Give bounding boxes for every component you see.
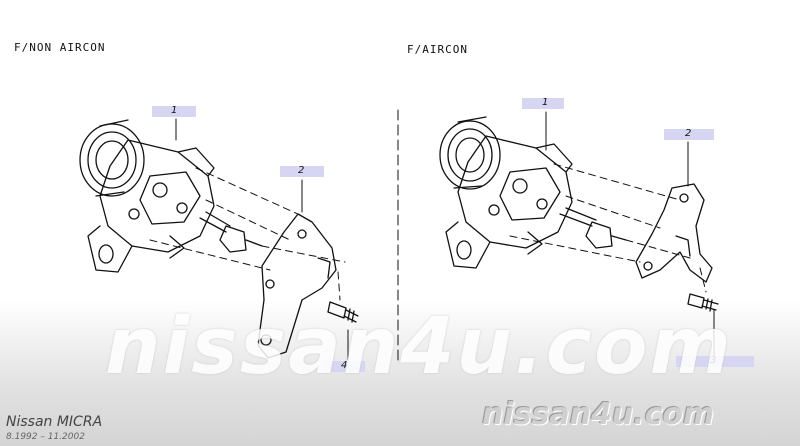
left-pump-pulley bbox=[79, 119, 145, 197]
left-assembly bbox=[79, 118, 359, 361]
callout-label-right-2: 2 bbox=[685, 128, 692, 139]
right-pump-pulley bbox=[439, 116, 501, 190]
callout-box-right-3[interactable] bbox=[676, 356, 754, 367]
callout-box-right-2[interactable] bbox=[664, 129, 714, 140]
callout-label-left-4: 4 bbox=[341, 360, 348, 371]
callout-box-right-1[interactable] bbox=[522, 98, 564, 109]
left-pump-stud bbox=[199, 211, 263, 253]
left-pump-body bbox=[87, 139, 215, 273]
left-assembly-lines bbox=[149, 167, 346, 301]
callout-label-left-2: 2 bbox=[298, 165, 305, 176]
vehicle-model: Nissan MICRA bbox=[6, 414, 103, 430]
right-bolt bbox=[687, 293, 719, 312]
left-bolt bbox=[327, 301, 359, 323]
callout-label-right-1: 1 bbox=[542, 97, 549, 108]
left-bracket bbox=[257, 213, 337, 359]
left-callout-leaders bbox=[175, 118, 349, 361]
right-callout-leaders bbox=[545, 111, 715, 357]
right-pump-body bbox=[445, 135, 573, 269]
production-period: 8.1992 – 11.2002 bbox=[6, 432, 85, 442]
right-assembly bbox=[439, 111, 719, 357]
callout-box-left-2[interactable] bbox=[280, 166, 324, 177]
watermark-center: nissan4u.com bbox=[105, 302, 733, 392]
callout-box-left-4[interactable] bbox=[325, 361, 365, 372]
section-title-aircon: F/AIRCON bbox=[407, 43, 468, 56]
right-bracket bbox=[635, 183, 713, 283]
right-pump-stud bbox=[559, 207, 627, 249]
bottom-shade bbox=[0, 300, 800, 446]
callout-label-right-3: 3 bbox=[710, 355, 717, 366]
callout-box-left-1[interactable] bbox=[152, 106, 196, 117]
watermark-corner-logo: nissan4u.com bbox=[482, 397, 715, 432]
section-title-non-aircon: F/NON AIRCON bbox=[14, 41, 106, 54]
callout-label-left-1: 1 bbox=[171, 105, 178, 116]
